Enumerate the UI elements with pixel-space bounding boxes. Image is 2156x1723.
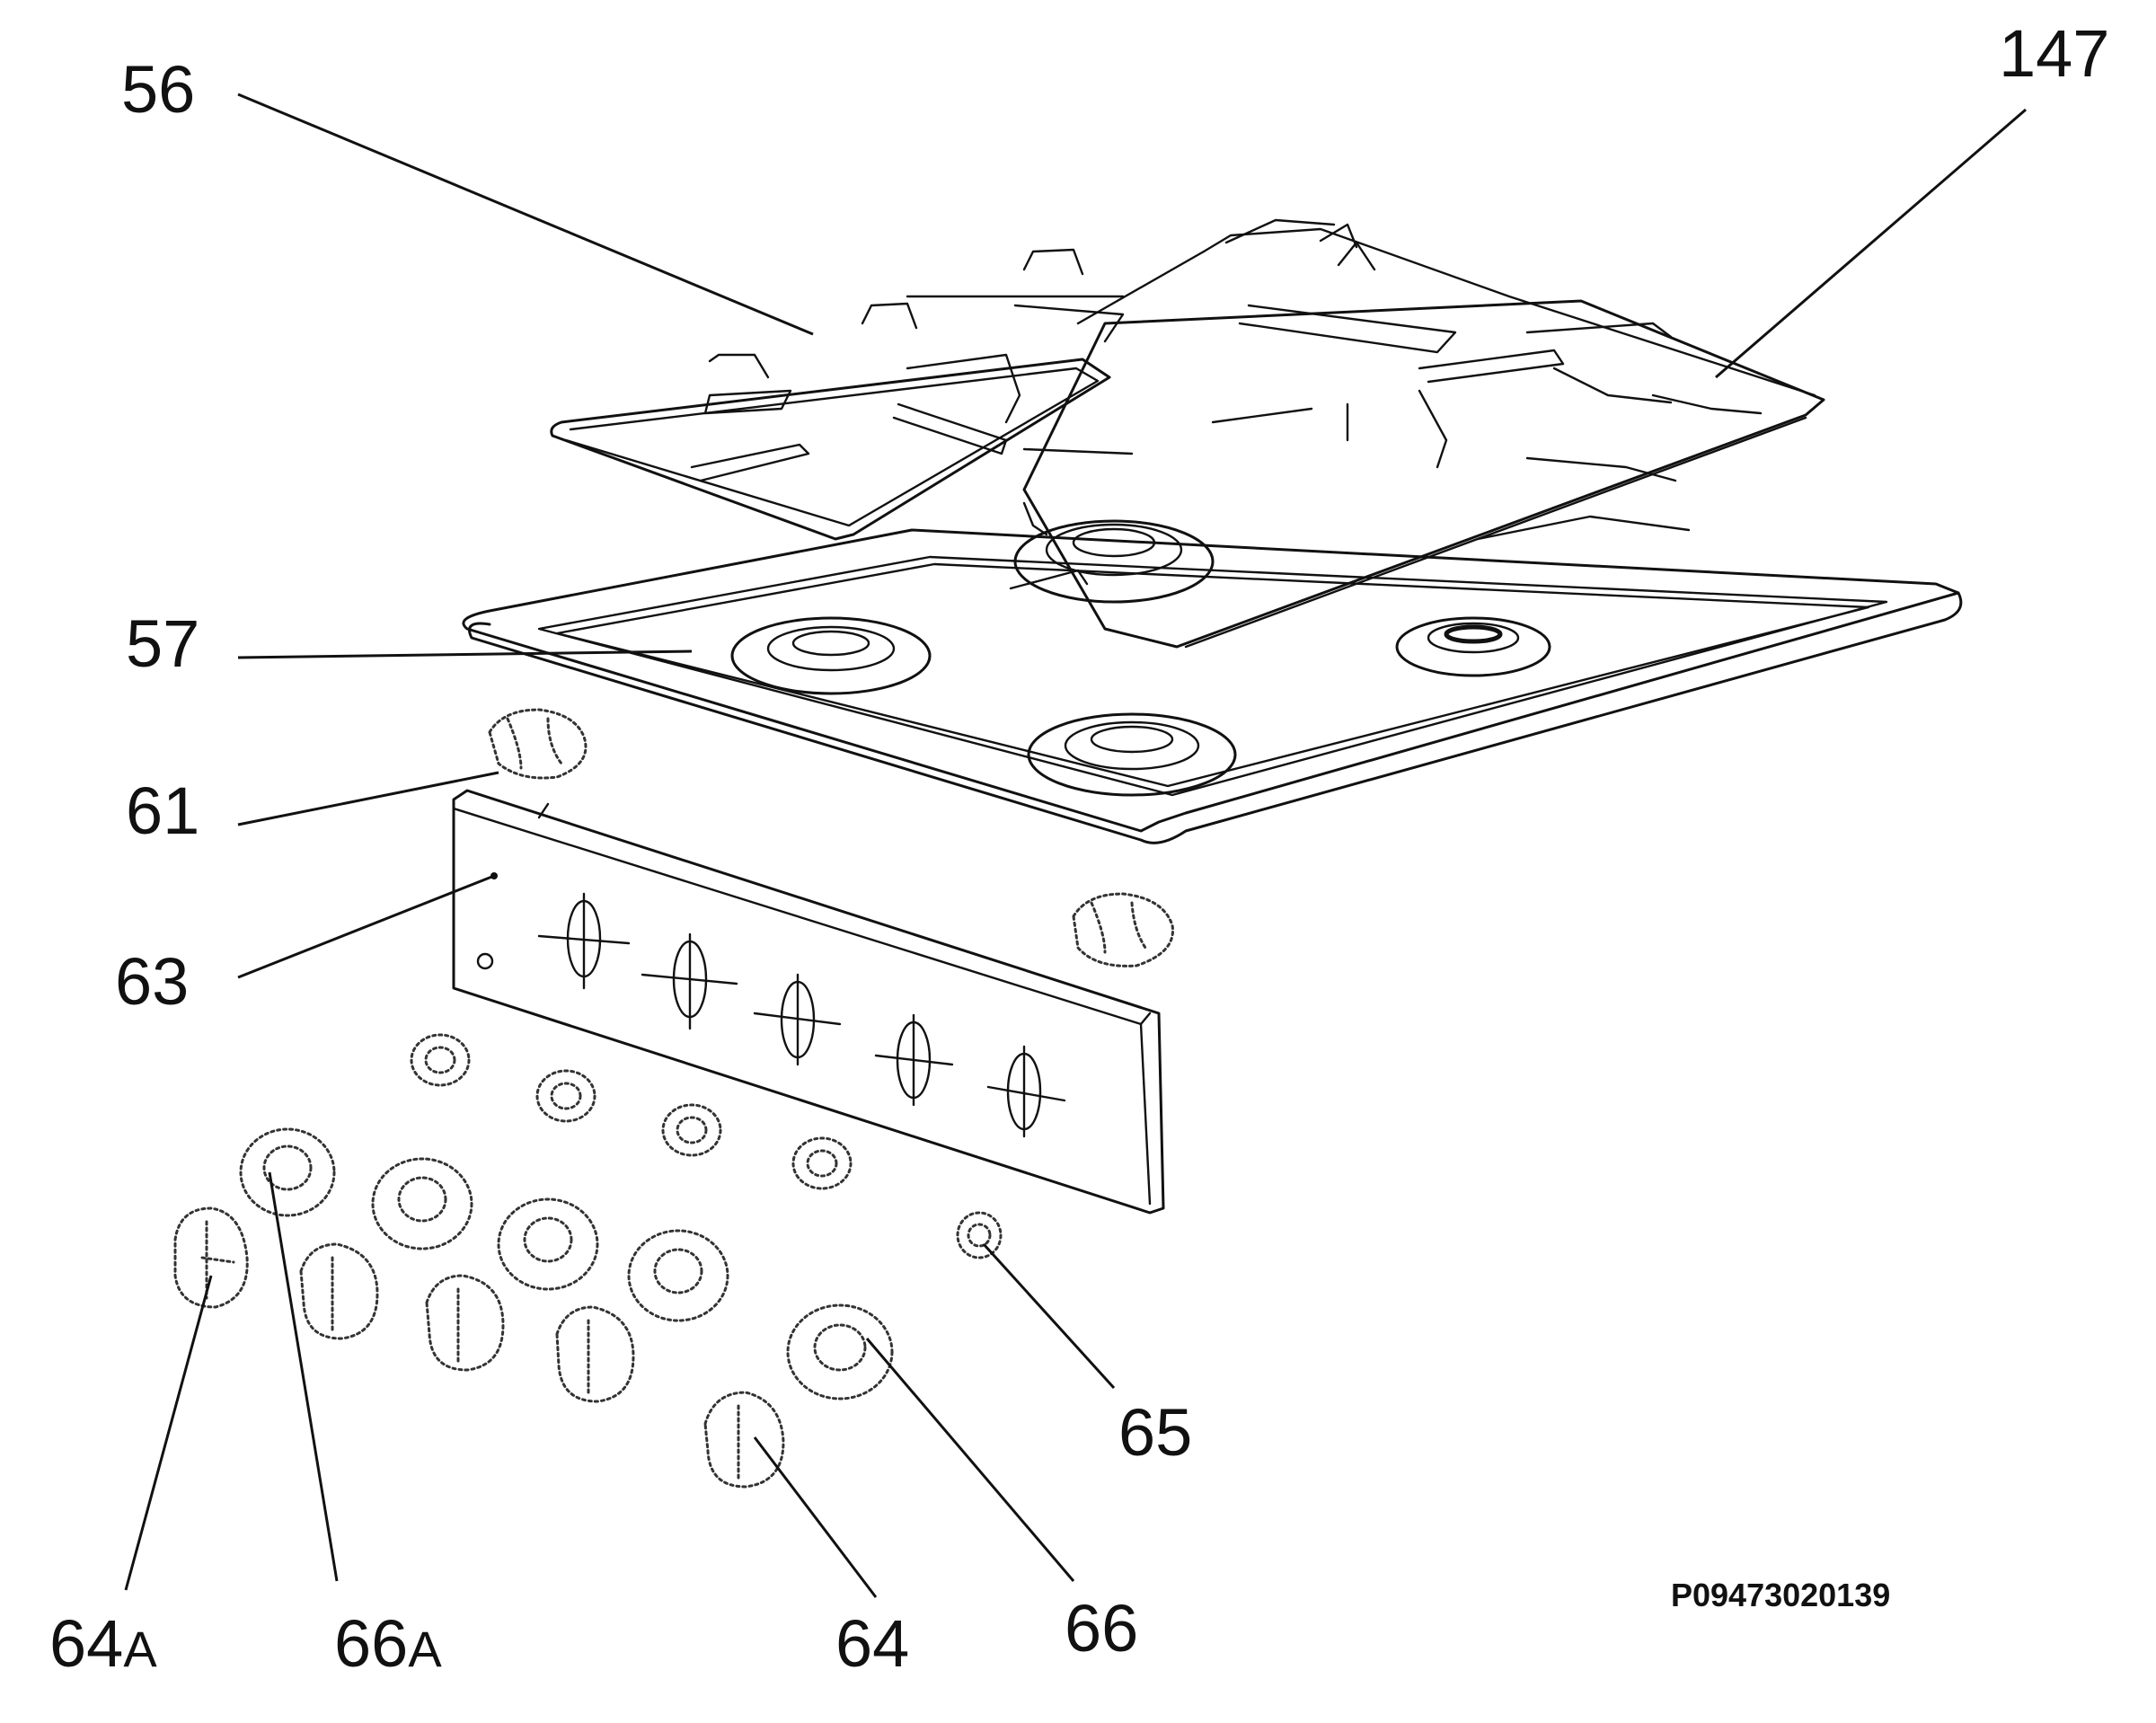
callout-61: 61 — [126, 773, 199, 848]
knobs — [173, 1206, 785, 1489]
callout-65: 65 — [1118, 1395, 1192, 1470]
drawing-code: P09473020139 — [1671, 1577, 1890, 1613]
callout-66a: 66A — [334, 1606, 442, 1681]
clips — [488, 708, 1174, 968]
control-panel — [452, 789, 1165, 1215]
callout-labels: 56 147 57 61 63 65 64A 66A 64 66 P094730… — [49, 16, 2109, 1681]
callout-64: 64 — [835, 1606, 909, 1681]
pan-support-left — [550, 248, 1134, 541]
bezels — [239, 1127, 894, 1400]
callout-63: 63 — [115, 944, 189, 1019]
callout-64a: 64A — [49, 1606, 157, 1681]
hob-top — [462, 519, 1963, 844]
callout-57: 57 — [126, 606, 199, 681]
spindle-adaptors — [410, 1033, 1003, 1259]
callout-147: 147 — [1999, 16, 2109, 91]
callout-66: 66 — [1065, 1591, 1138, 1666]
callout-56: 56 — [121, 52, 195, 127]
leader-lines — [124, 93, 2027, 1598]
pan-support-right — [1009, 218, 1825, 649]
